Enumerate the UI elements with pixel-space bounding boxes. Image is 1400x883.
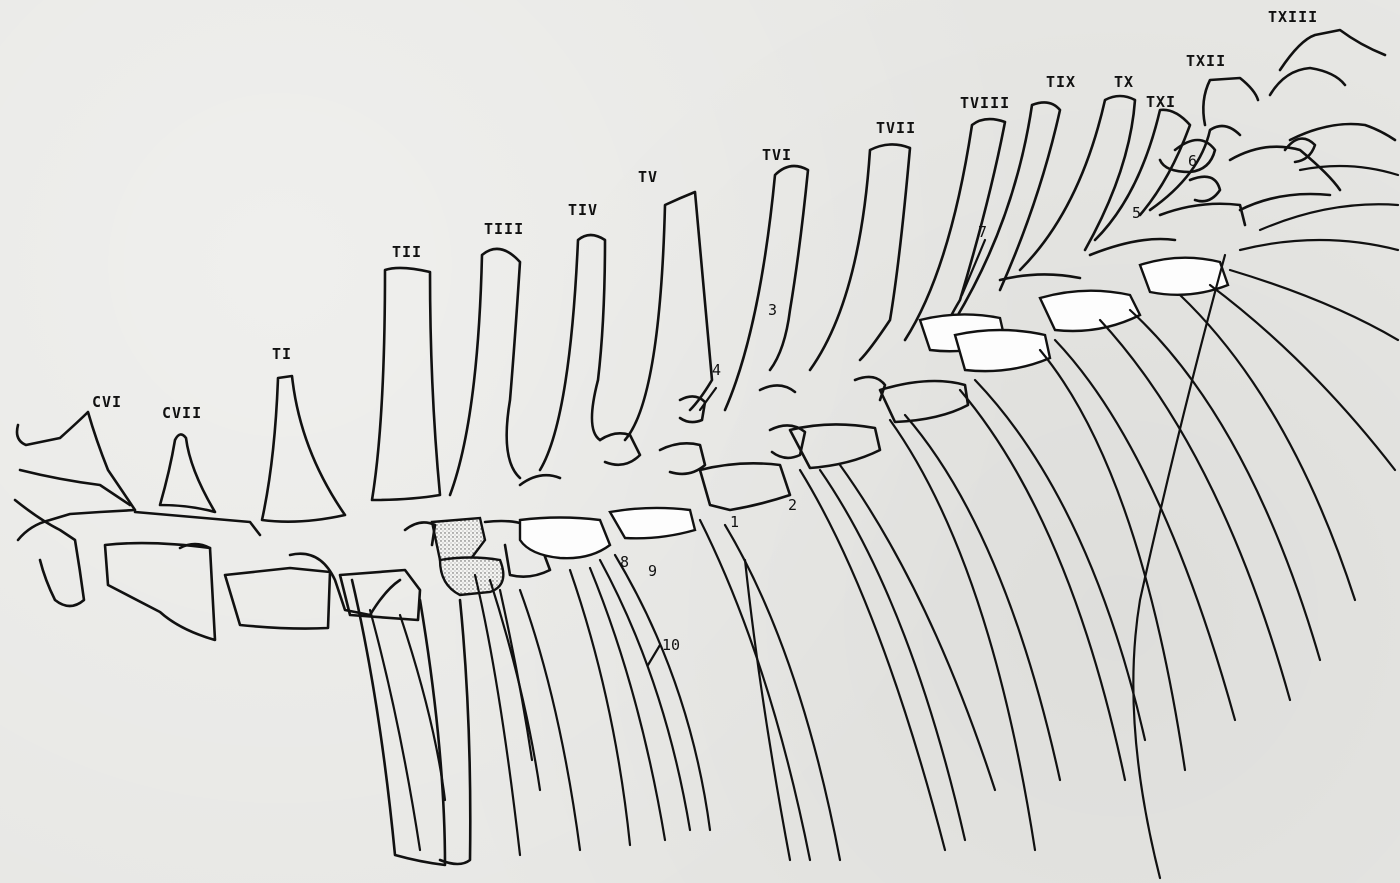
vertebral-bodies <box>225 139 1340 629</box>
callout-4: 4 <box>712 361 721 379</box>
callout-1: 1 <box>730 513 739 531</box>
label-tiii: TIII <box>484 220 524 238</box>
label-tix: TIX <box>1046 73 1076 91</box>
callout-5: 5 <box>1132 204 1141 222</box>
label-cvi: CVI <box>92 393 122 411</box>
label-tx: TX <box>1114 73 1134 91</box>
callout-2: 2 <box>788 496 797 514</box>
cervical-vertebrae <box>15 412 260 640</box>
label-txii: TXII <box>1186 52 1226 70</box>
callout-3: 3 <box>768 301 777 319</box>
callout-7: 7 <box>978 223 987 241</box>
callout-10: 10 <box>662 636 680 654</box>
label-tii: TII <box>392 243 422 261</box>
label-tiv: TIV <box>568 201 598 219</box>
label-tviii: TVIII <box>960 94 1010 112</box>
label-txi: TXI <box>1146 93 1176 111</box>
callout-9: 9 <box>648 562 657 580</box>
label-tvi: TVI <box>762 146 792 164</box>
label-txiii: TXIII <box>1268 8 1318 26</box>
label-cvii: CVII <box>162 404 202 422</box>
label-tv: TV <box>638 168 658 186</box>
label-ti: TI <box>272 345 292 363</box>
callout-6: 6 <box>1188 152 1197 170</box>
label-tvii: TVII <box>876 119 916 137</box>
callout-8: 8 <box>620 553 629 571</box>
